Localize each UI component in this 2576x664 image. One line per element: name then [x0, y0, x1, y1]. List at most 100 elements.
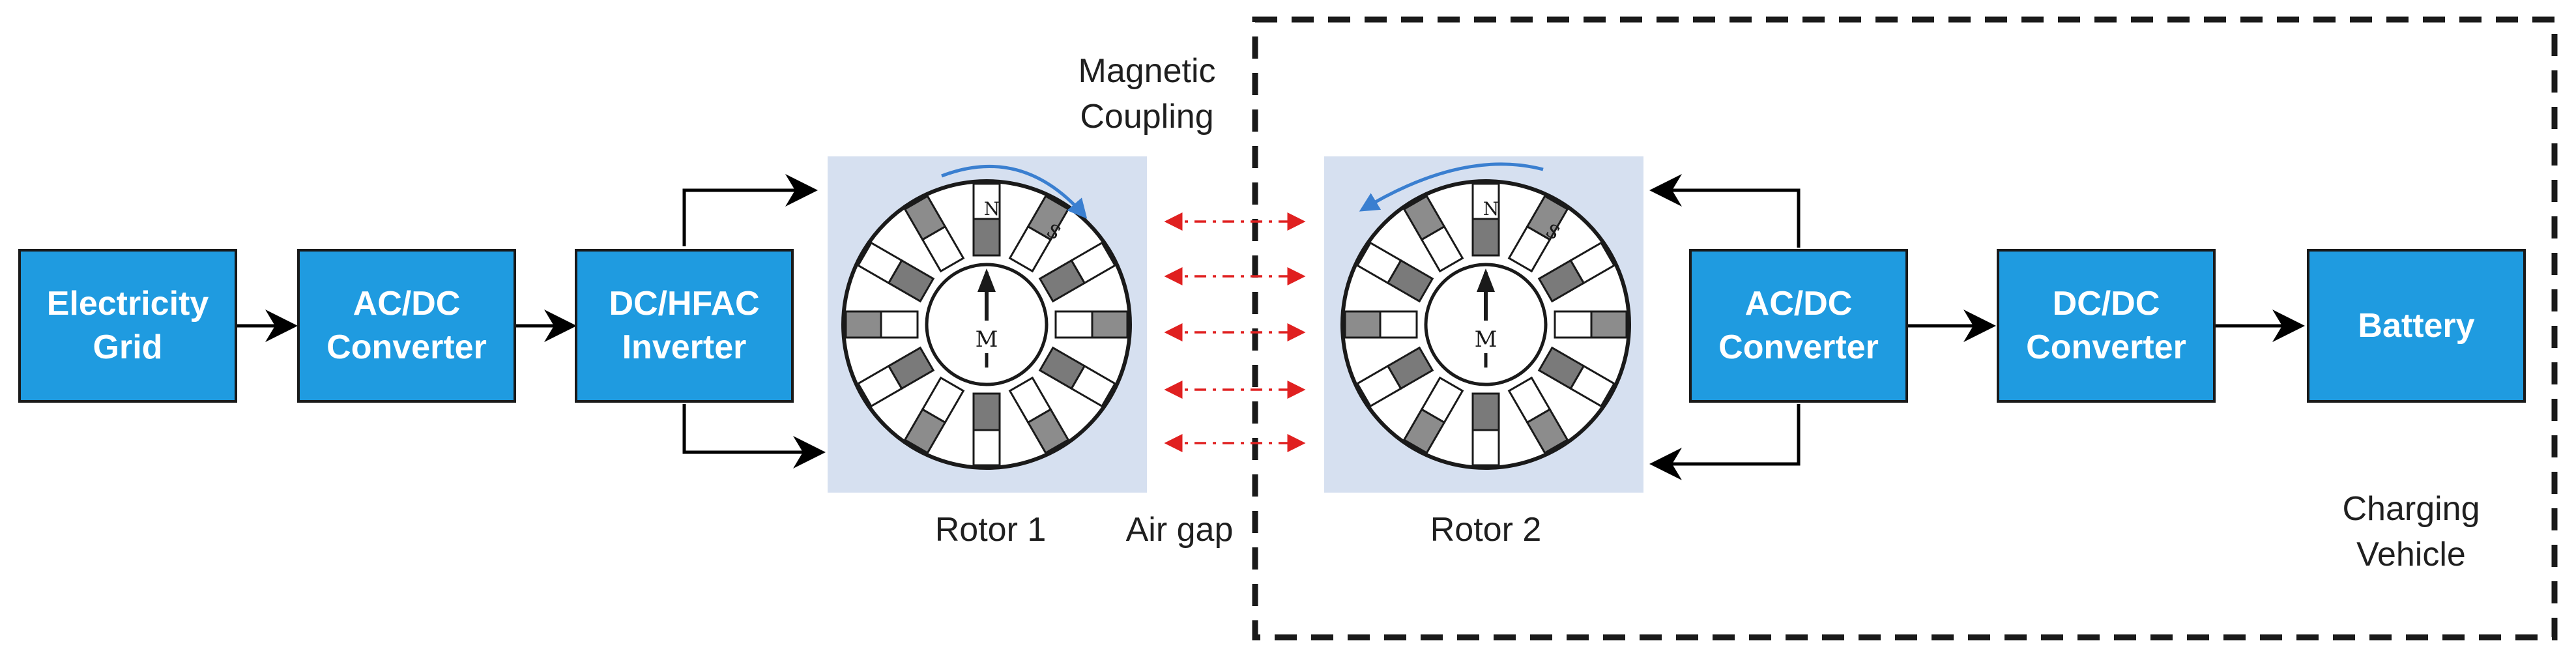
inverter-to-rotor1-top-arrow — [682, 174, 818, 246]
rotor1-outer-magnet — [845, 310, 882, 339]
dc-hfac-inverter-block: DC/HFAC Inverter — [575, 249, 794, 403]
rotor1-outer-magnet — [856, 364, 903, 408]
rotor2-magnet-slot — [1471, 182, 1500, 257]
inverter-to-rotor1-bottom-arrow — [682, 404, 826, 469]
rotor1-inner-magnet — [972, 218, 1001, 257]
magnetic-coupling-line2: Coupling — [1080, 98, 1214, 136]
charging-vehicle-label: Charging Vehicle — [2307, 486, 2515, 577]
rotor2-outer-magnet — [1569, 241, 1616, 285]
rotor1-outer-magnet — [1026, 408, 1070, 455]
dc-hfac-inverter-line1: DC/HFAC — [609, 285, 760, 323]
rotor2-outer-magnet — [1590, 310, 1628, 339]
electricity-grid-line2: Grid — [93, 328, 163, 366]
rotor2-magnet-label: M — [1475, 326, 1498, 353]
rotor2-outer-magnet — [1355, 241, 1402, 285]
battery-block: Battery — [2307, 249, 2526, 403]
rotor2-magnet-slot — [1402, 194, 1464, 273]
rotor1-inner-magnet — [1054, 310, 1093, 339]
rotor2-inner-magnet — [1471, 392, 1500, 431]
rotor1-magnet-slot — [1008, 194, 1070, 273]
rotor2-north-arrow-head — [1477, 268, 1495, 292]
ac-dc-converter-left-block: AC/DC Converter — [297, 249, 516, 403]
rotor2-outer-magnet — [1471, 429, 1500, 467]
rotor2-inner-magnet — [1554, 310, 1593, 339]
rotor1-magnet-slot — [903, 376, 965, 455]
rotor1-rotation-arrow — [941, 164, 1088, 219]
acdc-right-to-rotor2-bottom-arrow — [1649, 404, 1801, 480]
rotor1-magnet-slot — [856, 346, 935, 408]
air-gap-label: Air gap — [1125, 511, 1234, 549]
dc-hfac-inverter-line2: Inverter — [622, 328, 747, 366]
rotor2-magnet-slot — [1554, 310, 1628, 339]
rotor1-outer-magnet — [972, 429, 1001, 467]
rotor1-hub — [925, 263, 1049, 386]
rotor1-outer-magnet — [1070, 364, 1117, 408]
rotor2-outer-magnet — [1344, 310, 1382, 339]
rotor1-magnet-slot — [972, 182, 1001, 257]
magnetic-coupling-line1: Magnetic — [1078, 52, 1216, 90]
rotor1-north-label: N — [984, 198, 1000, 220]
dc-dc-converter-line1: DC/DC — [2052, 285, 2160, 323]
rotor2-hub — [1424, 263, 1548, 386]
ac-dc-converter-left-line1: AC/DC — [353, 285, 461, 323]
rotor2-outer-magnet — [1569, 364, 1616, 408]
magnetic-field-arrows — [1164, 212, 1306, 452]
acdc-right-to-rotor2-top-arrow — [1649, 174, 1801, 248]
rotor1-north-arrow-head — [977, 268, 996, 292]
rotor1-inner-magnet — [972, 392, 1001, 431]
ac-dc-converter-right-block: AC/DC Converter — [1689, 249, 1908, 403]
rotor2-magnet-slot — [1537, 346, 1616, 408]
battery-label: Battery — [2358, 306, 2475, 345]
rotor1-inner-magnet — [880, 310, 919, 339]
rotor1-magnet-slot — [1038, 346, 1117, 408]
rotor2-label: Rotor 2 — [1430, 511, 1542, 549]
rotor1-magnet-slot — [1008, 376, 1070, 455]
rotor1-label: Rotor 1 — [934, 511, 1047, 549]
dc-dc-converter-block: DC/DC Converter — [1997, 249, 2216, 403]
rotor1-outer-magnet — [1026, 194, 1070, 241]
electricity-grid-line1: Electricity — [46, 285, 209, 323]
rotor2-rotation-arrow — [1359, 162, 1544, 212]
rotor2-magnet-slot — [1344, 310, 1418, 339]
rotor2-magnet-slot — [1507, 376, 1569, 455]
rotor2-drawing: MNS — [1340, 179, 1631, 470]
rotor1-outer-magnet — [903, 194, 947, 241]
electricity-grid-block: Electricity Grid — [18, 249, 237, 403]
ac-dc-converter-left-line2: Converter — [326, 328, 487, 366]
rotor2-outer-magnet — [1402, 408, 1446, 455]
rotor1-outer-magnet — [903, 408, 947, 455]
rotor2-magnet-slot — [1355, 241, 1434, 303]
rotor1-magnet-slot — [903, 194, 965, 273]
ac-dc-converter-right-line2: Converter — [1718, 328, 1879, 366]
rotor1-magnet-slot — [1038, 241, 1117, 303]
rotor1-outer-magnet — [972, 182, 1001, 220]
rotor2-magnet-slot — [1471, 392, 1500, 467]
rotor1-drawing: MNS — [841, 179, 1132, 470]
dc-dc-converter-line2: Converter — [2026, 328, 2186, 366]
charging-vehicle-line2: Vehicle — [2356, 536, 2466, 574]
magnetic-coupling-label: Magnetic Coupling — [1043, 48, 1251, 139]
rotor2-north-label: N — [1483, 198, 1499, 220]
rotor2-magnet-slot — [1355, 346, 1434, 408]
ac-dc-converter-right-line1: AC/DC — [1744, 285, 1853, 323]
rotor2-outer-magnet — [1355, 364, 1402, 408]
rotor1-magnet-slot — [1054, 310, 1129, 339]
rotor1-outer-magnet — [1091, 310, 1129, 339]
rotor2-outer-magnet — [1526, 194, 1569, 241]
rotor2-magnet-slot — [1507, 194, 1569, 273]
charging-vehicle-line1: Charging — [2342, 490, 2480, 528]
rotor1-magnet-slot — [972, 392, 1001, 467]
rotor2-magnet-slot — [1402, 376, 1464, 455]
rotor1-outer-magnet — [856, 241, 903, 285]
rotor2-inner-magnet — [1471, 218, 1500, 257]
rotor2-outer-magnet — [1402, 194, 1446, 241]
rotor1-magnet-slot — [856, 241, 935, 303]
rotor1-outer-magnet — [1070, 241, 1117, 285]
rotor2-inner-magnet — [1379, 310, 1418, 339]
rotor2-magnet-slot — [1537, 241, 1616, 303]
rotor1-magnet-slot — [845, 310, 919, 339]
rotor2-outer-magnet — [1526, 408, 1569, 455]
rotor1-magnet-label: M — [976, 326, 998, 353]
rotor2-outer-magnet — [1471, 182, 1500, 220]
